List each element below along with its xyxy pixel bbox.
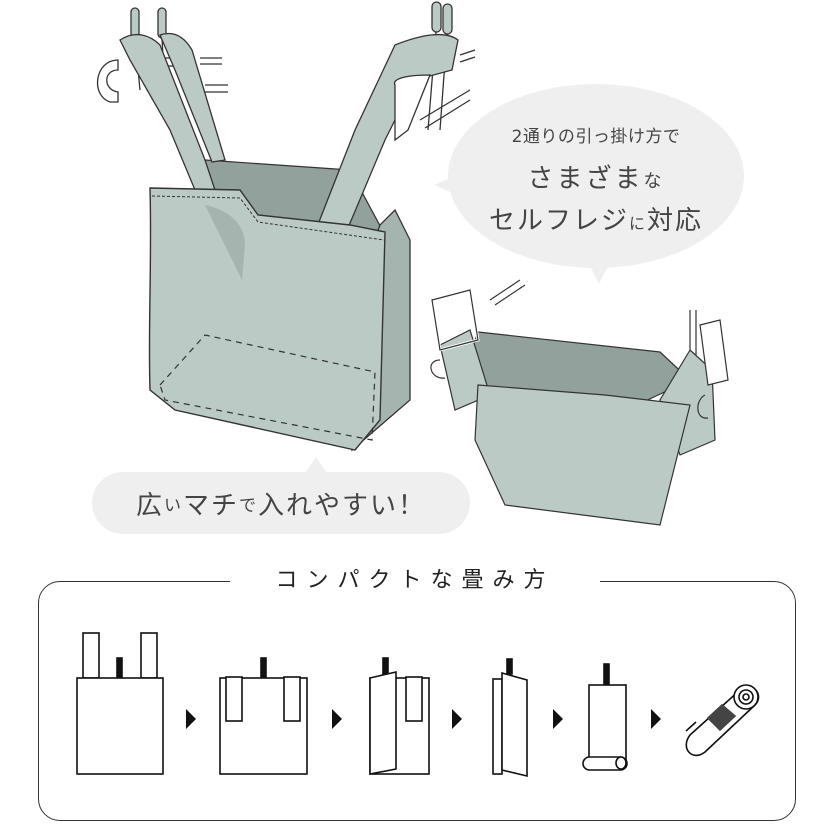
speech-bubble-wide-gusset: 広いマチで入れやすい！ [92,472,470,534]
bubble-bottom-tail [304,457,328,475]
folding-guide-title: コンパクトな畳み方 [230,562,600,602]
folding-guide-box [38,581,796,821]
speech-bubble-self-checkout: 2通りの引っ掛け方で さまざまな セルフレジに対応 [448,84,744,268]
callout-line-1: 2通りの引っ掛け方で [511,127,681,147]
callout-line-3: セルフレジに対応 [488,206,704,236]
callout-line-2: さまざまな [527,164,665,194]
